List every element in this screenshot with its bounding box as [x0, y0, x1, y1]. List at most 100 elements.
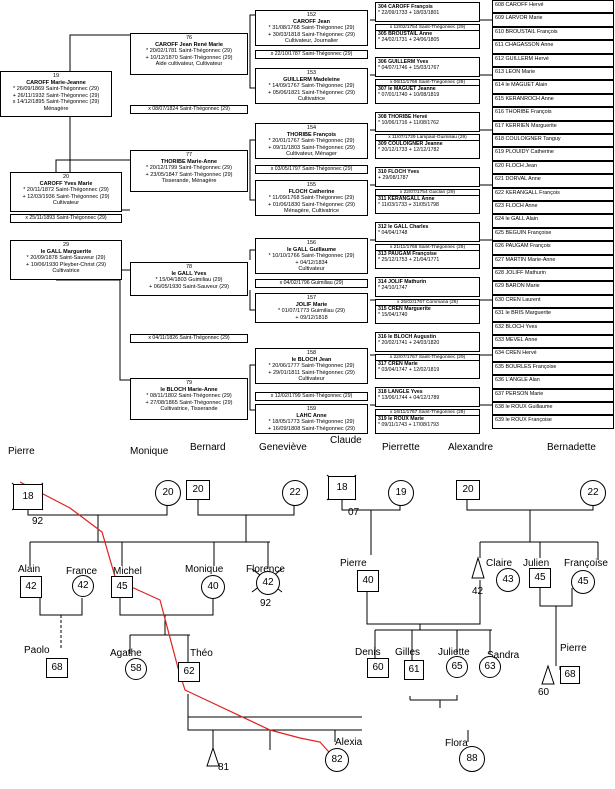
ancestor-cell: 618 COULOIGNER Tanguy	[492, 134, 614, 148]
person-job: Ménagère	[43, 105, 69, 112]
male-square: 20	[186, 480, 210, 500]
person-box-314: 314 JOLIF Mathurin* 24/10/1747	[375, 277, 480, 297]
person-name: le GALL Guillaume	[286, 246, 337, 253]
person-num: 79	[185, 380, 193, 386]
female-circle: 20	[155, 480, 181, 506]
person-num: 20	[62, 174, 70, 180]
death-age: 42	[472, 586, 484, 597]
ancestor-cell: 628 JOLIFF Mathurin	[492, 268, 614, 282]
person-label: Monique	[185, 564, 224, 575]
person-birth: * 20/09/1878 Saint-Sauveur (29)	[26, 255, 106, 262]
person-box-305: 305 BROUSTAIL Anne* 24/02/1731 + 24/06/1…	[375, 29, 480, 49]
person-label: Françoise	[564, 558, 608, 569]
person-death: + 27/08/1865 Saint-Thégonnec (29)	[145, 399, 233, 406]
person-birth: * 20/11/1872 Saint-Thégonnec (29)	[23, 187, 109, 194]
person-job: Cultivateur	[298, 266, 325, 273]
person-birth: * 20/06/1777 Saint-Thégonnec (29)	[268, 363, 355, 370]
family-tree: Pierre 18 92 Monique 20 Bernard 20 Genev…	[0, 430, 615, 789]
person-label: France	[66, 566, 98, 577]
male-square: 61	[404, 660, 424, 680]
ancestor-cell: 623 FLOCH Anne	[492, 201, 614, 215]
person-label: Monique	[130, 446, 169, 457]
person-label: Flora	[445, 738, 468, 749]
ancestor-cell: 621 DORVAL Anne	[492, 174, 614, 188]
person-num: 29	[62, 242, 70, 248]
male-square: 40	[357, 570, 379, 592]
person-box-20: 20 CAROFF Yves Marie * 20/11/1872 Saint-…	[10, 172, 122, 212]
ancestor-cell: 639 le ROUX Françoise	[492, 415, 614, 429]
person-birth: * 20/01/1767 Saint-Thégonnec (29)	[268, 138, 355, 145]
person-name: CAROFF Yves Marie	[39, 180, 93, 187]
family-tree-lines	[11, 474, 599, 767]
ancestor-cell: 625 BEGUIN Françoise	[492, 227, 614, 242]
person-label: Bernard	[190, 442, 226, 453]
marriage-label: x 11/07/1729 Lampaul-Guimiliau (29)	[375, 134, 480, 141]
person-job: Ménagère, Cultivatrice	[283, 208, 340, 215]
ancestor-cell: 614 le MAGUET Alain	[492, 80, 614, 94]
person-box-306: 306 GUILLERM Yves* 04/07/1746 + 15/03/17…	[375, 57, 480, 77]
person-birth: * 15/04/1803 Guimiliau (29)	[155, 277, 223, 284]
person-num: 154	[306, 125, 317, 131]
ancestor-cell: 627 MARTIN Marie-Anne	[492, 254, 614, 268]
person-label: Gilles	[395, 647, 421, 658]
male-square: 68	[46, 658, 68, 678]
person-box-159: 159 LAHC Anne * 18/05/1773 Saint-Thégonn…	[255, 404, 368, 434]
person-birth: * 18/05/1773 Saint-Thégonnec (29)	[268, 419, 355, 426]
person-name: 304 CAROFF François	[378, 4, 433, 10]
person-label: Pierre	[560, 643, 587, 654]
person-box-76: 76 CAROFF Jean René Marie * 20/02/1781 S…	[130, 33, 248, 75]
person-death: + 04/12/1834	[295, 259, 328, 266]
person-birth: * 14/09/1767 Saint-Thégonnec (29)	[268, 83, 355, 90]
person-birth: * 01/07/1773 Guimiliau (29)	[278, 308, 345, 315]
person-dates: * 09/11/1743 + 17/08/1793	[378, 422, 439, 429]
person-name: 310 FLOCH Yves	[378, 169, 420, 175]
ancestor-cell: 635 BOURLES Françoise	[492, 361, 614, 376]
person-death: + 29/01/1811 Saint-Thégonnec (29)	[268, 369, 355, 376]
person-name: JOLIF Marie	[295, 301, 328, 308]
person-name: 315 CREN Marguerite	[378, 306, 431, 312]
person-box-313: 313 PAUGAM Françoise* 25/12/1753 + 21/04…	[375, 249, 480, 269]
person-dates: * 03/04/1747 + 12/02/1819	[378, 367, 440, 374]
female-circle: 22	[282, 480, 308, 506]
male-square: 45	[529, 568, 551, 588]
person-name: 312 le GALL Charles	[378, 224, 429, 230]
marriage-label: x 04/11/1826 Saint-Thégonnec (29)	[130, 334, 248, 343]
female-circle: 45	[571, 570, 595, 594]
female-circle: 88	[459, 746, 485, 772]
ancestor-cell: 631 le BRIS Marguerite	[492, 308, 614, 322]
male-square: 60	[367, 658, 389, 678]
person-label: Paolo	[24, 645, 50, 656]
ancestor-cell: 608 CAROFF Hervé	[492, 0, 614, 14]
marriage-label: x 12/02/1754 Saint-Thégonnec (29)	[375, 24, 480, 31]
ancestor-cell: 613 LEON Marie	[492, 67, 614, 81]
ancestor-cell: 610 BROUSTAIL François	[492, 26, 614, 41]
person-label: Claire	[486, 558, 513, 569]
person-label: Florence	[246, 564, 285, 575]
person-birth: * 31/08/1768 Saint-Thégonnec (29)	[268, 25, 355, 32]
person-box-77: 77 THORIBE Marie-Anne * 20/12/1799 Saint…	[130, 150, 248, 192]
death-age: 92	[260, 598, 272, 609]
person-box-315: 315 CREN Marguerite* 15/04/1740	[375, 304, 480, 324]
male-square: 68	[560, 666, 580, 684]
marriage-label: x 22/10/1787 Saint-Thégonnec (29)	[255, 50, 368, 59]
person-birth: * 10/10/1766 Saint-Thégonnec (29)	[268, 253, 355, 260]
person-num: 77	[185, 152, 193, 158]
person-death: + 09/11/1803 Saint-Thégonnec (29)	[268, 144, 355, 151]
marriage-label: x 25/11/1893 Saint-Thégonnec (29)	[10, 214, 122, 223]
person-num: 78	[185, 264, 193, 270]
male-square: 18	[328, 476, 356, 500]
person-label: Pierrette	[382, 442, 420, 453]
person-box-319: 319 le ROUX Marie* 09/11/1743 + 17/08/17…	[375, 414, 480, 434]
person-box-157: 157 JOLIF Marie * 01/07/1773 Guimiliau (…	[255, 293, 368, 323]
male-square: 45	[111, 576, 133, 598]
person-birth: * 20/12/1799 Saint-Thégonnec (29)	[146, 165, 232, 172]
person-box-19: 19 CAROFF Marie-Jeanne * 26/09/1869 Sain…	[0, 71, 112, 117]
marriage-label: x 16/11/1767 Saint-Thégonnec (29)	[375, 409, 480, 416]
person-birth: * 26/09/1869 Saint-Thégonnec (29)	[13, 86, 99, 93]
ancestor-cell: 616 THORIBE François	[492, 107, 614, 121]
person-dates: * 25/12/1753 + 21/04/1771	[378, 257, 440, 264]
person-box-317: 317 CREN Marie* 03/04/1747 + 12/02/1819	[375, 359, 480, 379]
person-name: le BLOCH Marie-Anne	[160, 386, 218, 393]
female-circle: 19	[388, 480, 414, 506]
marriage-label: x 12/02/1799 Saint-Thégonnec (29)	[255, 392, 368, 401]
